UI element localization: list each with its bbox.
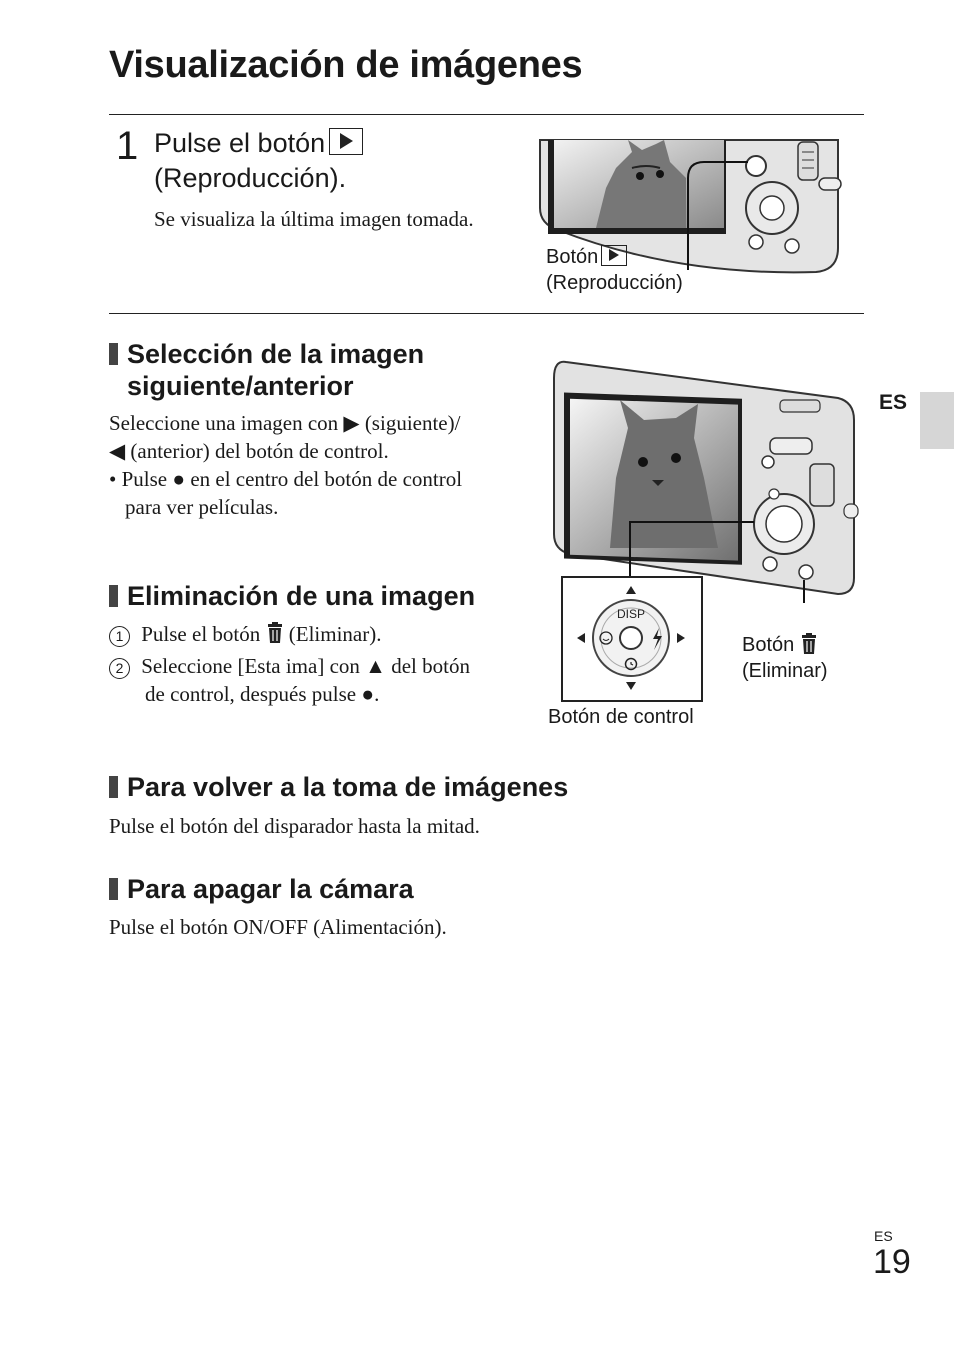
section-off-text: Pulse el botón ON/OFF (Alimentación). [109,915,447,939]
text: en el centro del botón de control [190,467,463,491]
step-circle-1: 1 [109,626,130,647]
language-tab-marker [920,392,954,449]
playback-icon [329,128,364,155]
language-tab-label: ES [879,391,908,414]
trash-icon [801,633,816,654]
heading-marker [109,776,118,798]
top-divider [109,114,864,115]
section-next-heading: Selección de la imagen siguiente/anterio… [109,338,424,402]
section-return-text: Pulse el botón del disparador hasta la m… [109,814,480,838]
heading-text: Eliminación de una imagen [127,581,476,611]
bullet: • [109,467,117,491]
heading-marker [109,878,118,900]
disp-label: DISP [617,607,645,621]
callout-label: Botón [546,246,599,268]
section-divider [109,313,864,314]
section-off-heading: Para apagar la cámara [109,873,414,905]
page-number: 19 [873,1243,911,1281]
step-circle-2: 2 [109,658,130,679]
section-delete-body: 1 Pulse el botón (Eliminar). 2 Seleccion… [109,620,529,708]
heading-text: Para volver a la toma de imágenes [127,772,569,802]
step1-line1: Pulse el botón [154,128,326,158]
text: Seleccione [Esta ima] con [141,654,360,678]
step1-line2: (Reproducción). [154,163,347,193]
camera-back-figure-2 [553,360,859,603]
text: . [374,682,380,706]
trash-button-callout: Botón (Eliminar) [742,632,828,684]
step1-description: Se visualiza la última imagen tomada. [154,207,474,231]
text: Pulse [121,467,168,491]
text: del botón [391,654,470,678]
text: Pulse el botón [141,622,261,646]
control-button-inset: DISP [561,576,703,702]
heading-marker [109,343,118,365]
callout-label-2: (Reproducción) [546,272,683,294]
text: (anterior) del botón de control. [130,439,389,463]
section-next-body: Seleccione una imagen con ▶ (siguiente)/… [109,411,463,519]
step1-instruction: Pulse el botón (Reproducción). [154,126,364,196]
playback-button-callout: Botón (Reproducción) [546,244,683,296]
control-button-caption: Botón de control [548,706,694,728]
heading-text-2: siguiente/anterior [127,371,354,401]
text: (Eliminar). [288,622,382,646]
callout-label: Botón [742,634,795,656]
section-delete-heading: Eliminación de una imagen [109,580,475,612]
text: (siguiente)/ [364,411,461,435]
heading-text: Selección de la imagen [127,339,425,369]
page-title: Visualización de imágenes [109,44,583,86]
trash-icon [267,622,282,643]
text: para ver películas. [125,495,279,519]
heading-marker [109,585,118,607]
control-wheel-icon: DISP [577,586,685,690]
camera-back-figure-1 [539,139,842,274]
playback-icon-small [601,245,628,266]
footer-language: ES [874,1228,893,1244]
callout-label-2: (Eliminar) [742,660,828,682]
section-return-heading: Para volver a la toma de imágenes [109,771,568,803]
heading-text: Para apagar la cámara [127,874,414,904]
step-number: 1 [116,124,139,168]
text: de control, después pulse [145,682,357,706]
text: Seleccione una imagen con [109,411,339,435]
